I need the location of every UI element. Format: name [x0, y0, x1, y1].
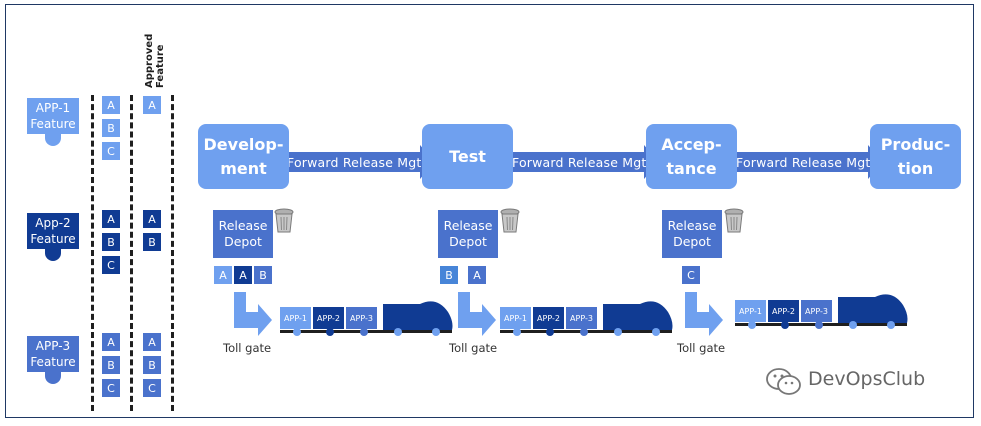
forward-release-label-1: Forward Release Mgt	[287, 155, 422, 170]
depot1-item: A	[214, 266, 232, 284]
stage-development: Develop-ment	[198, 124, 289, 189]
toll-gate-arrow-2	[458, 292, 496, 336]
watermark-text: DevOpsClub	[808, 368, 926, 390]
trash-can-icon	[500, 208, 520, 233]
forward-release-label-2: Forward Release Mgt	[512, 155, 647, 170]
depot1-item: A	[234, 266, 252, 284]
toll-gate-arrow-1	[234, 292, 272, 336]
trash-can-icon	[274, 208, 294, 233]
train3-car-app1: APP-1	[735, 300, 766, 322]
train2-car-app1: APP-1	[500, 307, 531, 329]
toll-gate-label-3: Toll gate	[677, 341, 726, 355]
forward-release-arrow-1	[289, 145, 435, 179]
app3-approved-item-b: B	[143, 356, 161, 374]
app3-approved-item-a: A	[143, 333, 161, 351]
app3-feature-item-a: A	[102, 333, 120, 351]
toll-gate-label-1: Toll gate	[223, 341, 272, 355]
depot3-item: C	[682, 266, 700, 284]
separator-line-3	[171, 95, 174, 411]
app2-approved-item-b: B	[143, 233, 161, 251]
app1-feature-item-b: B	[102, 119, 120, 137]
toll-gate-label-2: Toll gate	[449, 341, 498, 355]
app2-approved-item-a: A	[143, 210, 161, 228]
train2-car-app2: APP-2	[533, 307, 564, 329]
depot2-item: B	[440, 266, 458, 284]
train-1	[280, 301, 453, 336]
app3-approved-item-c: C	[143, 379, 161, 397]
stage-production: Produc-tion	[870, 124, 961, 189]
forward-release-label-3: Forward Release Mgt	[736, 155, 871, 170]
train-3	[735, 294, 908, 329]
depot1-item: B	[254, 266, 272, 284]
app3-feature-item-b: B	[102, 356, 120, 374]
app1-feature-item-a: A	[102, 96, 120, 114]
separator-line-1	[91, 95, 94, 411]
app2-feature-item-a: A	[102, 210, 120, 228]
app3-feature-item-c: C	[102, 379, 120, 397]
app1-flag-tab	[45, 134, 61, 146]
train2-car-app3: APP-3	[566, 307, 597, 329]
depot2-item: A	[468, 266, 486, 284]
stage-acceptance: Accep-tance	[646, 124, 737, 189]
app2-feature-item-b: B	[102, 233, 120, 251]
train1-car-app2: APP-2	[313, 307, 344, 329]
app1-feature-item-c: C	[102, 142, 120, 160]
forward-release-arrow-2	[513, 145, 659, 179]
train3-car-app3: APP-3	[801, 300, 832, 322]
app2-feature-item-c: C	[102, 256, 120, 274]
train-2	[500, 301, 673, 336]
wechat-icon	[766, 368, 801, 395]
train1-car-app3: APP-3	[346, 307, 377, 329]
train3-car-app2: APP-2	[768, 300, 799, 322]
app3-flag-tab	[45, 372, 61, 384]
stage-test: Test	[422, 124, 513, 189]
trash-can-icon	[724, 208, 744, 233]
app2-flag-tab	[45, 249, 61, 261]
separator-line-2	[130, 95, 133, 411]
forward-release-arrow-3	[737, 145, 883, 179]
toll-gate-arrow-3	[685, 292, 723, 336]
app1-approved-item-a: A	[143, 96, 161, 114]
train1-car-app1: APP-1	[280, 307, 311, 329]
